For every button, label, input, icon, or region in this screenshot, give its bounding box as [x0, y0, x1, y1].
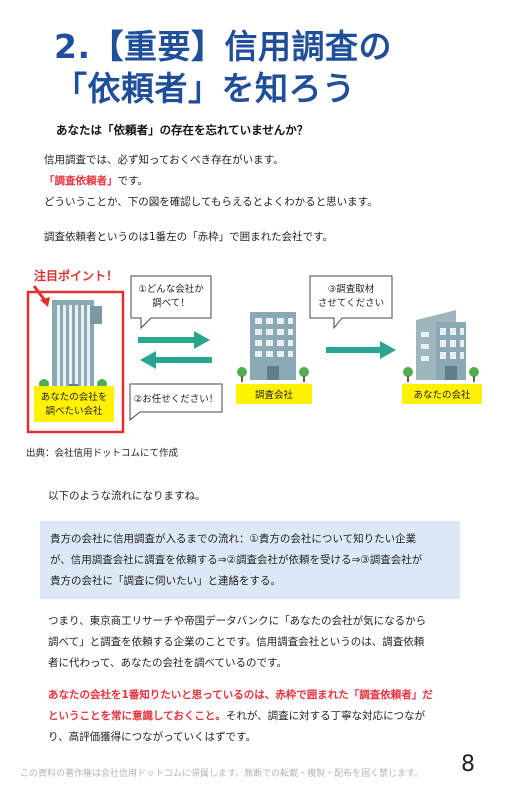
research-company-label-box	[236, 384, 312, 404]
para2-line-2: ということを常に意識しておくこと。それが、調査に対する丁寧な対応につなが	[48, 706, 462, 727]
intro-line-2: 「調査依頼者」です。	[44, 171, 148, 192]
tall-building-icon	[39, 300, 107, 394]
page-title: 2.【重要】信用調査の 「依頼者」を知ろう	[54, 26, 392, 110]
red-highlight-frame	[26, 290, 125, 434]
your-company-group: あなたの会社	[402, 310, 482, 404]
bubble-2-text: ②お任せください！	[134, 393, 219, 405]
explanation-paragraph: つまり、東京商工リサーチや帝国データバンクに「あなたの会社が気になるから 調べて…	[48, 611, 462, 674]
bubble-3-line-2: させてください	[318, 298, 384, 309]
flow-summary-box: 貴方の会社に信用調査が入るまでの流れ：①貴方の会社について知りたい企業 が、信用…	[40, 521, 460, 599]
subtitle: あなたは「依頼者」の存在を忘れていませんか？	[56, 123, 309, 137]
left-arrow-icon	[140, 351, 212, 369]
research-company-label: 調査会社	[255, 389, 294, 401]
flow-line-3: 貴方の会社に「調査に伺いたい」と連絡をする。	[50, 575, 281, 587]
conclusion-paragraph: あなたの会社を1番知りたいと思っているのは、赤枠で囲まれた「調査依頼者」だ とい…	[48, 685, 462, 748]
intro-line-1: 信用調査では、必ず知っておくべき存在がいます。	[44, 154, 284, 166]
para2-line-1: あなたの会社を1番知りたいと思っているのは、赤枠で囲まれた「調査依頼者」だ	[48, 689, 433, 701]
red-pointer-arrow-icon	[32, 285, 50, 307]
speech-bubble-3: ③調査取材 させてください	[309, 275, 393, 330]
para1-line-3: 者に代わって、あなたの会社を調べているのです。	[48, 657, 287, 669]
requester-company-group: あなたの会社を 調べたい会社	[26, 290, 125, 434]
right-arrow-icon	[138, 331, 210, 349]
requester-label-box	[34, 386, 114, 422]
right-arrow-icon	[326, 341, 396, 359]
para2-line-2-rest: それが、調査に対する丁寧な対応につなが	[225, 710, 426, 722]
requester-label-line-2: 調べたい会社	[45, 405, 103, 417]
relationship-diagram: あなたの会社を 調べたい会社 注目ポイント！ ①どんな会社か 調べて！ ②お任せ…	[26, 268, 482, 434]
intro-line-4: 調査依頼者というのは1番左の「赤枠」で囲まれた会社です。	[44, 231, 334, 243]
page-number: 8	[461, 752, 475, 777]
copyright-footer: この資料の著作権は会社信用ドットコムに帰属します。無断での転載・複製・配布を固く…	[20, 769, 424, 779]
speech-bubble-1: ①どんな会社か 調べて！	[130, 275, 212, 330]
bubble-3-line-1: ③調査取材	[328, 283, 375, 295]
para1-line-1: つまり、東京商工リサーチや帝国データバンクに「あなたの会社が気になるから	[48, 615, 427, 627]
speech-bubble-2: ②お任せください！	[129, 383, 223, 422]
para1-line-2: 調べて」と調査を依頼する企業のことです。信用調査会社というのは、調査依頼	[48, 636, 425, 648]
intro-line-3: どういうことか、下の図を確認してもらえるとよくわかると思います。	[44, 196, 378, 208]
flow-line-2: が、信用調査会社に調査を依頼する⇒②調査会社が依頼を受ける⇒③調査会社が	[50, 554, 423, 566]
research-company-group: 調査会社	[236, 312, 312, 404]
lead-text: 以下のような流れになりますね。	[48, 490, 206, 502]
source-citation: 出典：会社信用ドットコムにて作成	[26, 448, 179, 459]
intro-line-2-rest: です。	[117, 175, 148, 187]
para2-line-3: り、高評価獲得につながっていくはずです。	[48, 731, 257, 743]
your-company-label-box	[402, 384, 482, 404]
para2-line-2-red: ということを常に意識しておくこと。	[48, 710, 226, 722]
title-line-1: 2.【重要】信用調査の	[54, 27, 392, 66]
bubble-1-line-1: ①どんな会社か	[138, 283, 204, 295]
your-company-label: あなたの会社	[413, 389, 471, 401]
flow-line-1: 貴方の会社に信用調査が入るまでの流れ：①貴方の会社について知りたい企業	[50, 533, 417, 545]
office-building-icon	[237, 312, 309, 382]
requester-label-line-1: あなたの会社を	[41, 391, 108, 403]
title-line-2: 「依頼者」を知ろう	[54, 69, 356, 108]
requester-highlight: 「調査依頼者」	[44, 175, 118, 187]
attention-label: 注目ポイント！	[34, 268, 118, 283]
bubble-1-line-2: 調べて！	[152, 297, 190, 309]
building-icon	[403, 310, 479, 382]
